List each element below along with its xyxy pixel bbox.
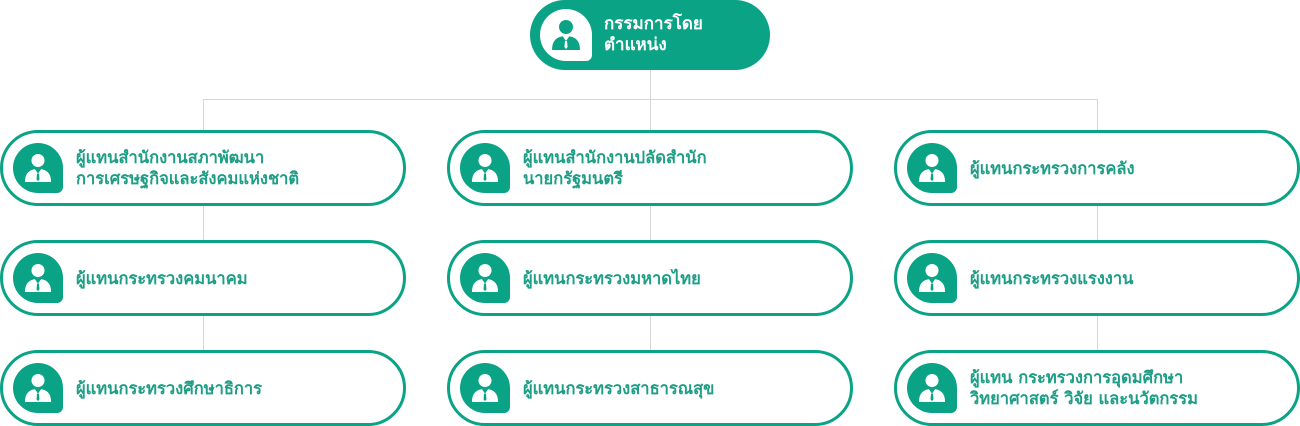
person-icon [907,253,957,303]
root-label: กรรมการโดย ตำแหน่ง [604,14,703,55]
member-node: ผู้แทนกระทรวงการคลัง [894,130,1300,206]
person-icon [460,253,510,303]
person-icon [460,143,510,193]
person-icon [907,143,957,193]
member-label: ผู้แทนกระทรวงศึกษาธิการ [76,378,263,398]
member-label: ผู้แทนกระทรวงแรงงาน [970,268,1134,288]
connector-root-down [650,70,651,100]
person-icon [13,363,63,413]
connector-col3-low [1097,316,1098,350]
member-node: ผู้แทนกระทรวงแรงงาน [894,240,1300,316]
person-icon [540,9,592,61]
connector-col3-mid [1097,206,1098,240]
connector-col1-mid [203,206,204,240]
root-node: กรรมการโดย ตำแหน่ง [530,0,770,70]
member-node: ผู้แทนกระทรวงสาธารณสุข [447,350,853,426]
member-node: ผู้แทนกระทรวงคมนาคม [0,240,406,316]
member-label: ผู้แทนสำนักงานสภาพัฒนา การเศรษฐกิจและสัง… [76,148,300,188]
person-icon [13,143,63,193]
connector-col2-mid [650,206,651,240]
connector-col2-low [650,316,651,350]
connector-col1-low [203,316,204,350]
member-node: ผู้แทนสำนักงานปลัดสำนัก นายกรัฐมนตรี [447,130,853,206]
member-node: ผู้แทน กระทรวงการอุดมศึกษา วิทยาศาสตร์ ว… [894,350,1300,426]
person-icon [460,363,510,413]
connector-col3-top [1097,99,1098,131]
member-label: ผู้แทนสำนักงานปลัดสำนัก นายกรัฐมนตรี [523,148,707,188]
member-label: ผู้แทนกระทรวงคมนาคม [76,268,248,288]
member-label: ผู้แทนกระทรวงสาธารณสุข [523,378,715,398]
member-label: ผู้แทนกระทรวงมหาดไทย [523,268,701,288]
member-label: ผู้แทน กระทรวงการอุดมศึกษา วิทยาศาสตร์ ว… [970,368,1199,408]
connector-col2-top [650,99,651,131]
person-icon [907,363,957,413]
member-node: ผู้แทนกระทรวงมหาดไทย [447,240,853,316]
connector-col1-top [203,99,204,131]
member-node: ผู้แทนสำนักงานสภาพัฒนา การเศรษฐกิจและสัง… [0,130,406,206]
member-label: ผู้แทนกระทรวงการคลัง [970,158,1135,178]
person-icon [13,253,63,303]
member-node: ผู้แทนกระทรวงศึกษาธิการ [0,350,406,426]
